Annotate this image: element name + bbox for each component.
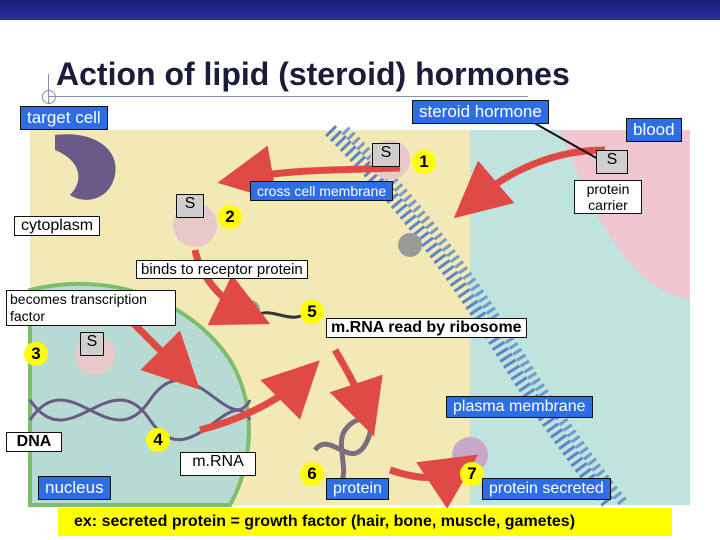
arrow-to-secretion	[388, 454, 479, 509]
receptor-protein-shape	[55, 134, 116, 200]
label-plasma-membrane: plasma membrane	[446, 396, 593, 418]
page-title: Action of lipid (steroid) hormones	[56, 56, 570, 92]
title-crosshair-circle	[42, 90, 56, 104]
label-binds-receptor: binds to receptor protein	[136, 260, 308, 279]
title-crosshair-vertical	[48, 74, 49, 104]
label-mrna: m.RNA	[180, 452, 256, 476]
label-nucleus: nucleus	[38, 476, 111, 500]
label-becomes-transcription-factor: becomes transcription factor	[6, 290, 176, 326]
label-blood: blood	[626, 118, 682, 142]
title-underline	[48, 96, 528, 97]
step-1-badge: 1	[412, 150, 436, 174]
label-cytoplasm: cytoplasm	[14, 216, 101, 236]
label-mrna-ribosome: m.RNA read by ribosome	[326, 318, 527, 338]
top-banner	[0, 0, 720, 20]
step-7-badge: 7	[460, 462, 484, 486]
hormone-s-3: S	[80, 332, 104, 356]
arrow-into-cell	[453, 146, 606, 219]
arrow-to-mrna	[199, 360, 320, 434]
step-6-badge: 6	[300, 462, 324, 486]
hormone-s-blood: S	[596, 150, 628, 174]
arrow-to-receptor	[191, 249, 271, 326]
label-protein-carrier: protein carrier	[574, 180, 642, 214]
step-5-badge: 5	[300, 300, 324, 324]
step-3-badge: 3	[24, 342, 48, 366]
label-protein: protein	[326, 478, 389, 500]
arrow-cross-membrane	[217, 145, 401, 201]
hormone-s-2: S	[176, 194, 204, 218]
hormone-s-1: S	[372, 143, 400, 167]
label-dna: DNA	[6, 432, 62, 452]
dna-helix	[28, 378, 252, 422]
step-2-badge: 2	[218, 205, 242, 229]
step-4-badge: 4	[146, 428, 170, 452]
label-cross-cell-membrane: cross cell membrane	[250, 181, 394, 201]
label-protein-secreted: protein secreted	[482, 478, 611, 500]
footer-example-note: ex: secreted protein = growth factor (ha…	[58, 508, 672, 536]
label-target-cell: target cell	[20, 106, 108, 130]
label-steroid-hormone: steroid hormone	[412, 100, 549, 124]
arrow-to-protein	[329, 348, 383, 437]
blood-region	[560, 130, 690, 300]
